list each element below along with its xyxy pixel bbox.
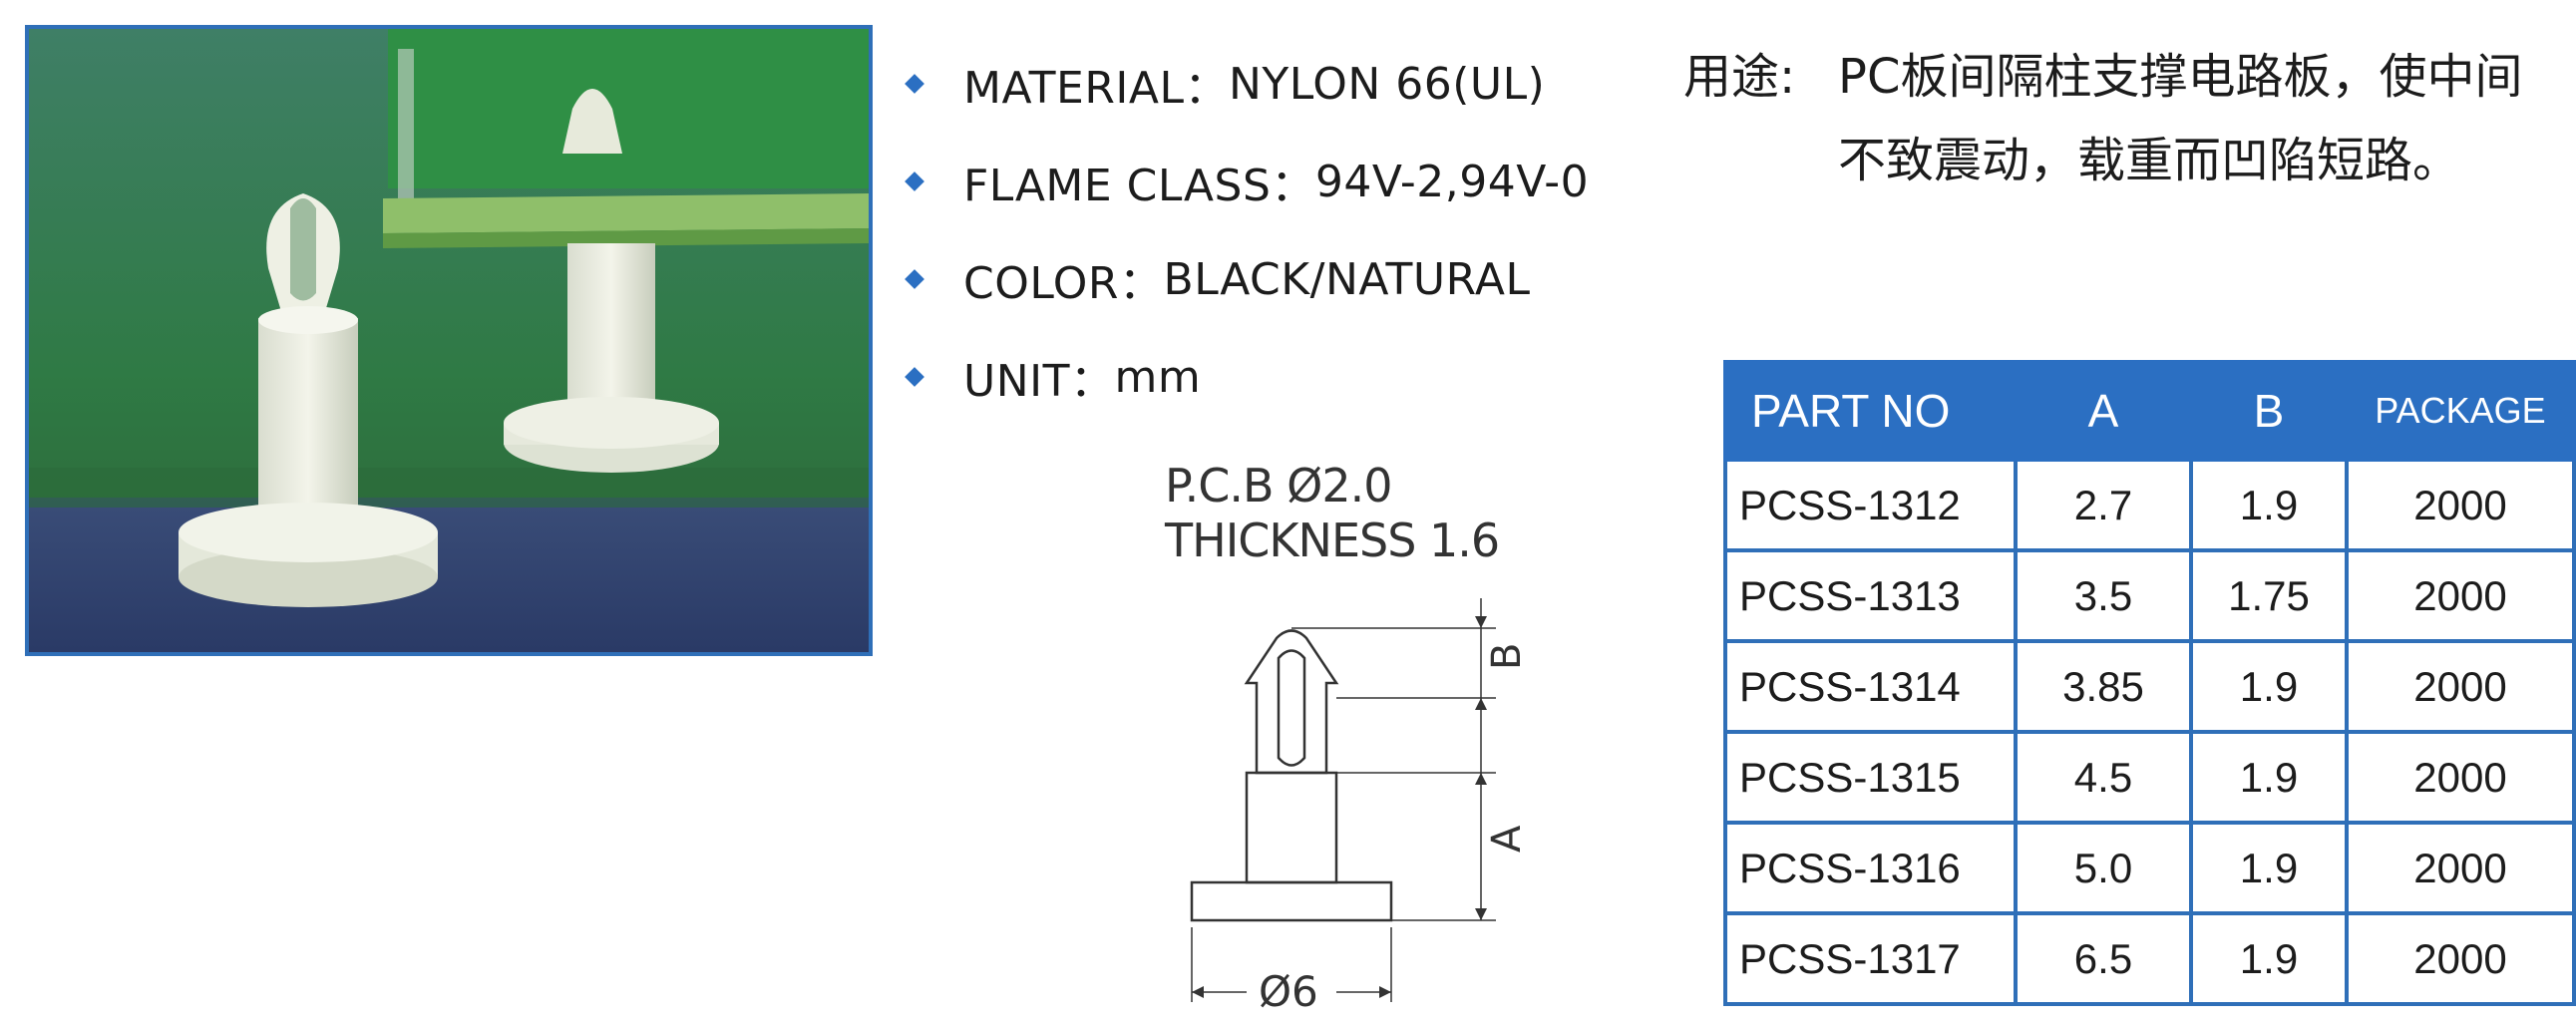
table-row: PCSS-1316 5.0 1.9 2000 (1723, 821, 2576, 915)
dimension-diameter-label: Ø6 (1259, 967, 1318, 1016)
spec-label: FLAME CLASS： (963, 161, 1315, 211)
cell-a: 6.5 (2014, 911, 2193, 1006)
spec-color: COLOR： BLACK/NATURAL (905, 230, 1665, 328)
diamond-bullet-icon (905, 269, 924, 289)
cell-package: 2000 (2345, 458, 2576, 552)
cell-b: 1.9 (2189, 911, 2349, 1006)
spec-unit: UNIT： mm (905, 328, 1665, 426)
cell-b: 1.9 (2189, 821, 2349, 915)
diamond-bullet-icon (905, 367, 924, 387)
spec-label: UNIT： (963, 356, 1115, 407)
cell-a: 4.5 (2014, 730, 2193, 825)
spec-value: mm (1114, 351, 1202, 403)
table-row: PCSS-1314 3.85 1.9 2000 (1723, 639, 2576, 734)
spacer-drawing: B A Ø6 (1167, 598, 1546, 1017)
cell-package: 2000 (2345, 730, 2576, 825)
parts-table-wrap: PART NO A B PACKAGE PCSS-1312 2.7 1.9 20… (1723, 360, 2576, 1006)
spec-flame-class: FLAME CLASS： 94V-2,94V-0 (905, 133, 1665, 230)
cell-a: 3.5 (2014, 548, 2193, 643)
parts-table: PART NO A B PACKAGE PCSS-1312 2.7 1.9 20… (1723, 360, 2576, 1006)
cell-part-no: PCSS-1312 (1723, 458, 2018, 552)
cell-package: 2000 (2345, 821, 2576, 915)
spec-material: MATERIAL： NYLON 66(UL) (905, 35, 1665, 133)
cell-a: 5.0 (2014, 821, 2193, 915)
usage-text: PC板间隔柱支撑电路板，使中间不致震动，载重而凹陷短路。 (1838, 49, 2523, 188)
cell-b: 1.9 (2189, 458, 2349, 552)
cell-part-no: PCSS-1315 (1723, 730, 2018, 825)
spec-label: MATERIAL： (963, 63, 1229, 114)
cell-b: 1.9 (2189, 639, 2349, 734)
diamond-bullet-icon (905, 74, 924, 94)
cell-b: 1.75 (2189, 548, 2349, 643)
cell-a: 3.85 (2014, 639, 2193, 734)
spec-value: 94V-2,94V-0 (1314, 156, 1590, 207)
header-package: PACKAGE (2345, 360, 2576, 462)
dimension-b-label: B (1484, 642, 1530, 670)
product-photo (25, 25, 873, 656)
table-row: PCSS-1313 3.5 1.75 2000 (1723, 548, 2576, 643)
diamond-bullet-icon (905, 172, 924, 191)
pcb-thickness-label: THICKNESS 1.6 (1165, 514, 1500, 567)
header-a: A (2014, 360, 2193, 462)
table-row: PCSS-1317 6.5 1.9 2000 (1723, 911, 2576, 1006)
cell-part-no: PCSS-1316 (1723, 821, 2018, 915)
spec-label: COLOR： (963, 258, 1164, 309)
table-row: PCSS-1312 2.7 1.9 2000 (1723, 458, 2576, 552)
pcb-hole-label: P.C.B Ø2.0 (1165, 459, 1392, 513)
header-part-no: PART NO (1723, 360, 2018, 462)
spec-value: NYLON 66(UL) (1229, 58, 1546, 110)
cell-package: 2000 (2345, 548, 2576, 643)
cell-part-no: PCSS-1314 (1723, 639, 2018, 734)
cell-b: 1.9 (2189, 730, 2349, 825)
cell-package: 2000 (2345, 639, 2576, 734)
cell-package: 2000 (2345, 911, 2576, 1006)
usage-label: 用途: (1683, 49, 1796, 105)
spec-list: MATERIAL： NYLON 66(UL) FLAME CLASS： 94V-… (905, 35, 1665, 426)
table-row: PCSS-1315 4.5 1.9 2000 (1723, 730, 2576, 825)
spec-value: BLACK/NATURAL (1163, 253, 1531, 305)
table-header-row: PART NO A B PACKAGE (1723, 360, 2576, 462)
cell-a: 2.7 (2014, 458, 2193, 552)
dimension-a-label: A (1484, 825, 1530, 853)
cell-part-no: PCSS-1317 (1723, 911, 2018, 1006)
cell-part-no: PCSS-1313 (1723, 548, 2018, 643)
header-b: B (2189, 360, 2349, 462)
